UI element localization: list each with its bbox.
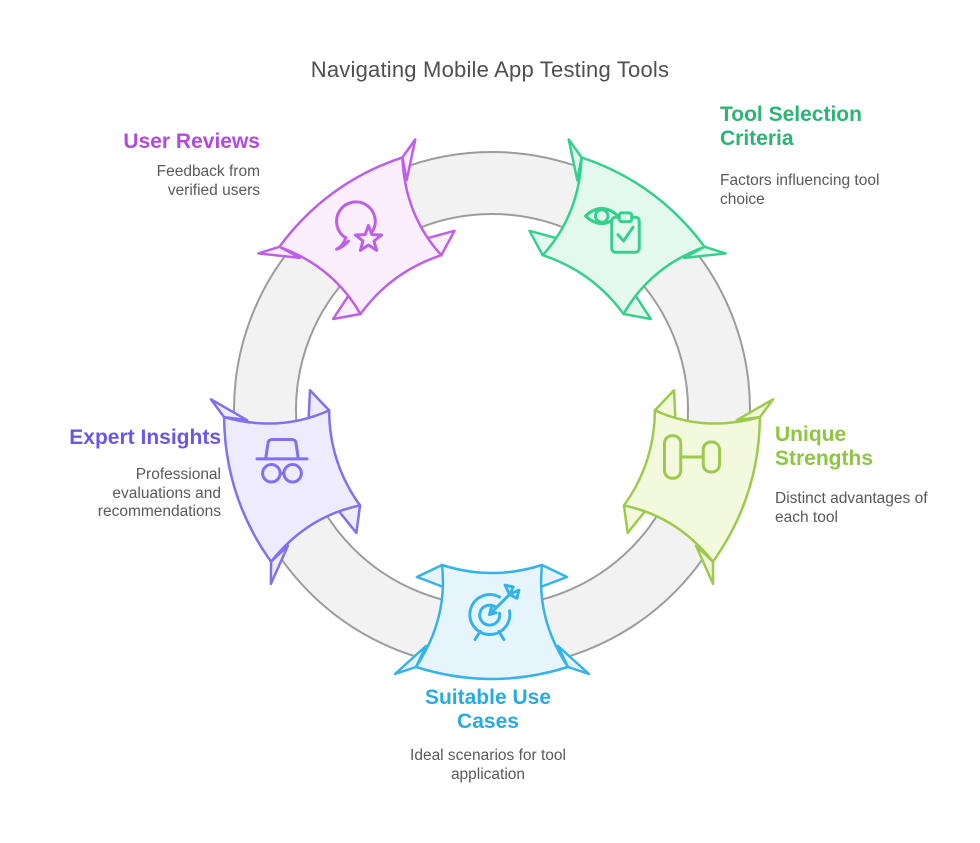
dumbbell-icon bbox=[663, 434, 721, 480]
node-text-unique-strengths: Unique Strengths Distinct advantages of … bbox=[775, 423, 935, 527]
node-text-suitable-use-cases: Suitable Use Cases Ideal scenarios for t… bbox=[388, 686, 588, 784]
node-text-user-reviews: User Reviews Feedback from verified user… bbox=[123, 130, 260, 200]
node-desc-expert-insights: Professional evaluations and recommendat… bbox=[97, 466, 221, 520]
eye-checklist-icon bbox=[584, 207, 641, 254]
node-title-unique-strengths: Unique Strengths bbox=[775, 423, 874, 470]
node-desc-unique-strengths: Distinct advantages of each tool bbox=[775, 490, 928, 526]
incognito-icon bbox=[255, 438, 309, 484]
node-title-expert-insights: Expert Insights bbox=[69, 426, 221, 449]
page-title: Navigating Mobile App Testing Tools bbox=[310, 57, 670, 82]
node-desc-user-reviews: Feedback from verified users bbox=[156, 163, 260, 199]
node-desc-tool-selection-criteria: Factors influencing tool choice bbox=[720, 172, 880, 208]
ribbon-suitable-use-cases bbox=[393, 563, 591, 681]
node-title-tool-selection-criteria: Tool Selection Criteria bbox=[720, 103, 862, 150]
speech-bubble-star-icon bbox=[335, 200, 384, 252]
target-arrow-icon bbox=[468, 583, 521, 641]
node-title-user-reviews: User Reviews bbox=[123, 130, 260, 153]
node-title-suitable-use-cases: Suitable Use Cases bbox=[424, 686, 552, 733]
node-desc-suitable-use-cases: Ideal scenarios for tool application bbox=[410, 747, 566, 783]
node-text-tool-selection-criteria: Tool Selection Criteria Factors influenc… bbox=[720, 103, 890, 209]
ribbon-expert-insights bbox=[209, 389, 362, 586]
ribbon-unique-strengths bbox=[622, 389, 775, 586]
node-text-expert-insights: Expert Insights Professional evaluations… bbox=[69, 426, 221, 522]
